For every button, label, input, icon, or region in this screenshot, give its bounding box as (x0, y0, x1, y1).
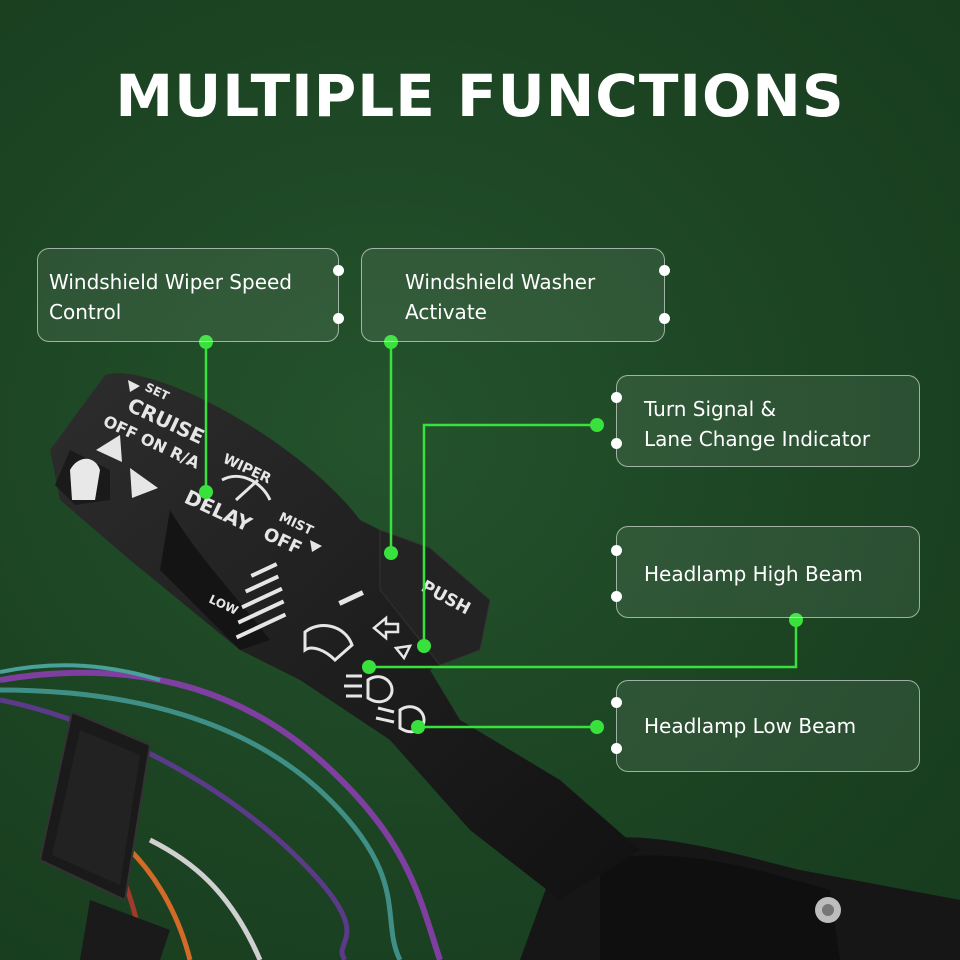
leader-lines (204, 342, 798, 729)
low-beam-icon (375, 705, 426, 734)
wiper-icon (221, 474, 272, 501)
callout-dot (611, 591, 622, 602)
switch-body (520, 837, 960, 960)
callout-turn-signal-line2: Lane Change Indicator (644, 427, 871, 451)
callout-dot (611, 545, 622, 556)
leader-dots (199, 335, 803, 734)
leader-turn-signal (422, 423, 597, 646)
callout-dot (659, 265, 670, 276)
callout-washer: Windshield Washer Activate (361, 248, 670, 342)
callout-high-beam: Headlamp High Beam (611, 526, 920, 618)
turn-signal-stalk: SET CRUISE OFF ON R/A WIPER DELAY MIST O… (50, 373, 640, 900)
wiper-speed-bars (235, 562, 287, 640)
page-title: MULTIPLE FUNCTIONS (115, 62, 845, 130)
callout-high-beam-line1: Headlamp High Beam (644, 562, 863, 586)
callout-wiper-speed-line1: Windshield Wiper Speed (49, 270, 292, 294)
callout-dot (333, 265, 344, 276)
turn-arrow-icon (372, 615, 400, 641)
arrow-left-icon (96, 435, 122, 462)
callout-low-beam-line1: Headlamp Low Beam (644, 714, 857, 738)
callout-wiper-speed-line2: Control (49, 300, 122, 324)
callout-wiper-speed: Windshield Wiper Speed Control (37, 248, 344, 342)
callout-turn-signal-line1: Turn Signal & (644, 397, 777, 421)
leader-high-beam (369, 620, 798, 669)
callout-turn-signal: Turn Signal & Lane Change Indicator (611, 375, 920, 467)
callout-washer-line2: Activate (405, 300, 487, 324)
callout-dot (659, 313, 670, 324)
callout-dot (611, 697, 622, 708)
wire-connector (38, 710, 170, 960)
high-beam-icon (344, 674, 394, 704)
callout-dot (333, 313, 344, 324)
arrow-right-icon (130, 468, 158, 498)
callout-washer-line1: Windshield Washer (405, 270, 596, 294)
callout-dot (611, 743, 622, 754)
callout-low-beam: Headlamp Low Beam (611, 680, 920, 772)
callout-dot (611, 438, 622, 449)
callout-dot (611, 392, 622, 403)
washer-icon (303, 624, 354, 663)
